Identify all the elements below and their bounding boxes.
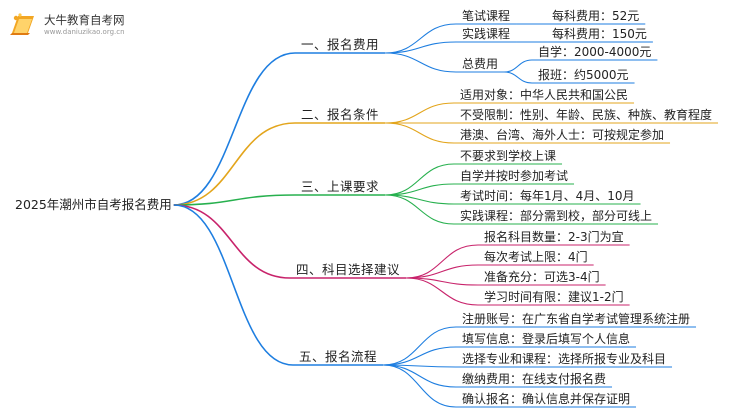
node-overseas-link bbox=[385, 122, 455, 144]
node-choose-major: 选择专业和课程：选择所报专业及科目 bbox=[462, 352, 667, 366]
book-icon bbox=[8, 12, 38, 38]
node-practice-course: 实践课程 bbox=[462, 27, 511, 41]
node-limited-time-link bbox=[406, 277, 479, 306]
node-eligible-link bbox=[385, 102, 455, 124]
branch-process-link bbox=[173, 204, 294, 366]
node-self-study: 自学：2000-4000元 bbox=[538, 45, 652, 59]
branch-subject-advice-link bbox=[173, 204, 291, 279]
node-written-course-link bbox=[385, 23, 457, 54]
logo-title: 大牛教育自考网 bbox=[44, 13, 125, 27]
node-exam-limit-link bbox=[406, 264, 479, 279]
node-subject-count-link bbox=[406, 244, 479, 279]
node-practice-class: 实践课程：部分需到校，部分可线上 bbox=[460, 209, 653, 223]
node-practice-course-link bbox=[385, 41, 457, 54]
logo-url: www.daniuzikao.org.cn bbox=[44, 28, 125, 36]
node-confirm: 确认报名：确认信息并保存证明 bbox=[462, 392, 631, 406]
node-pay-fee: 缴纳费用：在线支付报名费 bbox=[462, 372, 607, 386]
branch-subject-advice: 四、科目选择建议 bbox=[296, 262, 401, 277]
node-subject-count: 报名科目数量：2-3门为宜 bbox=[484, 230, 624, 244]
node-self-study-link bbox=[503, 59, 533, 73]
node-no-school: 不要求到学校上课 bbox=[460, 149, 557, 163]
node-register: 注册账号：在广东省自学考试管理系统注册 bbox=[462, 312, 691, 326]
node-limited-time: 学习时间有限：建议1-2门 bbox=[484, 290, 624, 304]
root-topic: 2025年潮州市自考报名费用 bbox=[15, 197, 172, 212]
node-no-school-link bbox=[385, 163, 455, 196]
node-written-course: 笔试课程 bbox=[462, 9, 511, 23]
site-logo: 大牛教育自考网 www.daniuzikao.org.cn bbox=[8, 12, 125, 38]
branch-conditions-link bbox=[173, 122, 296, 206]
node-total-fee: 总费用 bbox=[462, 57, 499, 71]
node-no-limit: 不受限制：性别、年龄、民族、种族、教育程度 bbox=[460, 108, 713, 122]
node-total-fee-link bbox=[385, 52, 457, 73]
node-eligible: 适用对象：中华人民共和国公民 bbox=[460, 88, 629, 102]
node-fill-info-link bbox=[383, 346, 457, 366]
node-register-link bbox=[383, 326, 457, 366]
node-self-exam: 自学并按时参加考试 bbox=[460, 169, 569, 183]
branch-conditions: 二、报名条件 bbox=[301, 107, 380, 122]
node-exam-time: 考试时间：每年1月、4月、10月 bbox=[460, 189, 635, 203]
node-self-exam-link bbox=[385, 183, 455, 196]
branch-fees-link bbox=[173, 52, 296, 206]
node-fill-info: 填写信息：登录后填写个人信息 bbox=[462, 332, 631, 346]
node-confirm-link bbox=[383, 364, 457, 408]
node-exam-limit: 每次考试上限：4门 bbox=[484, 250, 588, 264]
node-written-fee: 每科费用：52元 bbox=[552, 9, 640, 23]
node-practice-fee: 每科费用：150元 bbox=[552, 27, 647, 41]
branch-class-requirements-link bbox=[173, 194, 296, 206]
node-class-link bbox=[504, 71, 533, 84]
node-pay-fee-link bbox=[383, 364, 457, 388]
node-practice-class-link bbox=[385, 194, 455, 225]
branch-fees: 一、报名费用 bbox=[301, 37, 380, 52]
node-well-prepared: 准备充分：可选3-4门 bbox=[484, 270, 600, 284]
node-overseas: 港澳、台湾、海外人士：可按规定参加 bbox=[460, 128, 665, 142]
node-class: 报班：约5000元 bbox=[538, 68, 629, 82]
branch-process: 五、报名流程 bbox=[299, 349, 378, 364]
branch-class-requirements: 三、上课要求 bbox=[301, 179, 380, 194]
